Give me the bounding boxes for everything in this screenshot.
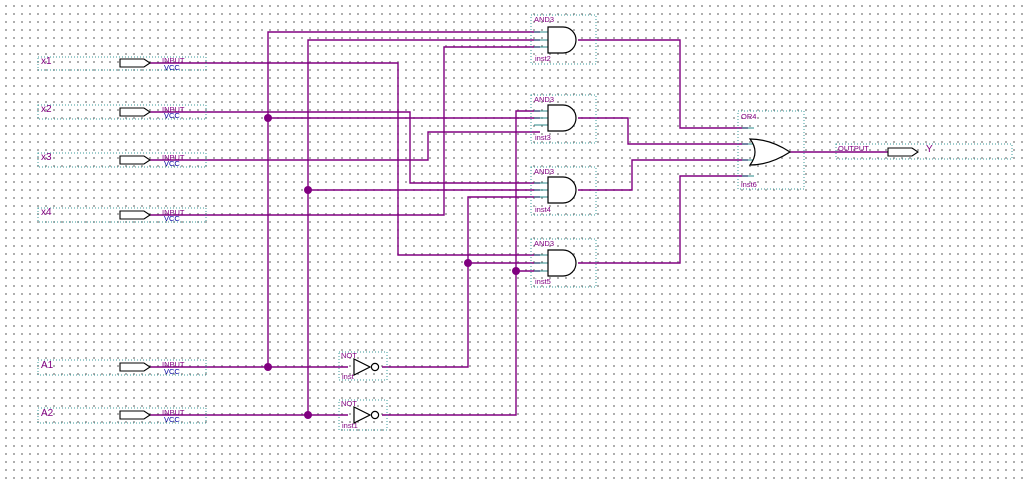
not-gate-inst[interactable]: NOT inst bbox=[338, 351, 388, 381]
gate-type-label: NOT bbox=[341, 399, 357, 408]
input-default-label: VCC bbox=[164, 367, 180, 376]
gate-instance-label: inst4 bbox=[535, 205, 551, 214]
wire-not-a1[interactable] bbox=[382, 196, 540, 368]
input-pin-icon bbox=[119, 58, 151, 68]
input-type-label: INPUT bbox=[162, 360, 185, 369]
input-type-label: INPUT bbox=[162, 408, 185, 417]
input-pin-a2[interactable]: A2 INPUT VCC bbox=[37, 407, 207, 424]
and3-gate-inst3[interactable]: AND3 inst3 bbox=[530, 94, 597, 144]
or-gate-icon bbox=[748, 138, 792, 166]
input-pin-x3[interactable]: x3 INPUT VCC bbox=[37, 152, 207, 168]
or4-gate-inst6[interactable]: OR4 inst6 bbox=[737, 110, 805, 190]
output-pin-y[interactable]: OUTPUT Y bbox=[835, 143, 1013, 160]
and3-gate-inst5[interactable]: AND3 inst5 bbox=[530, 238, 597, 288]
wire-x2[interactable] bbox=[150, 111, 540, 184]
wires bbox=[150, 31, 888, 416]
input-name-a2: A2 bbox=[41, 408, 54, 419]
wire-a1-bus[interactable] bbox=[267, 31, 540, 367]
gate-instance-label: inst1 bbox=[342, 421, 358, 430]
gate-type-label: AND3 bbox=[534, 167, 554, 176]
wire-x4[interactable] bbox=[150, 46, 540, 216]
input-default-label: VCC bbox=[164, 415, 180, 424]
and3-gate-inst4[interactable]: AND3 inst4 bbox=[530, 166, 597, 216]
not-gate-icon bbox=[353, 406, 372, 424]
junction-nota1-inst5 bbox=[464, 259, 472, 267]
junctions bbox=[264, 114, 520, 419]
input-name-x1: x1 bbox=[41, 56, 52, 67]
wire-inst3-out[interactable] bbox=[578, 117, 748, 145]
input-pin-icon bbox=[119, 107, 151, 117]
and3-gate-inst2[interactable]: AND3 inst2 bbox=[530, 14, 597, 65]
input-pin-icon bbox=[119, 210, 151, 220]
input-default-label: VCC bbox=[164, 63, 180, 72]
wire-x1[interactable] bbox=[150, 62, 540, 256]
gate-instance-label: inst5 bbox=[535, 277, 551, 286]
input-type-label: INPUT bbox=[162, 56, 185, 65]
junction-a2-inst4 bbox=[304, 186, 312, 194]
gate-type-label: AND3 bbox=[534, 239, 554, 248]
input-pin-x2[interactable]: x2 INPUT VCC bbox=[37, 104, 207, 120]
gate-instance-label: inst2 bbox=[535, 54, 551, 63]
input-name-a1: A1 bbox=[41, 360, 54, 371]
input-type-label: INPUT bbox=[162, 105, 185, 114]
wire-inst2-out[interactable] bbox=[578, 39, 748, 129]
input-pin-x1[interactable]: x1 INPUT VCC bbox=[37, 56, 207, 72]
wire-x3[interactable] bbox=[150, 131, 540, 161]
input-pin-icon bbox=[119, 155, 151, 165]
input-pin-x4[interactable]: x4 INPUT VCC bbox=[37, 207, 207, 223]
inverter-bubble-icon bbox=[370, 362, 380, 372]
gate-type-label: AND3 bbox=[534, 15, 554, 24]
gate-type-label: AND3 bbox=[534, 95, 554, 104]
inverter-bubble-icon bbox=[370, 410, 380, 420]
gate-type-label: OR4 bbox=[741, 112, 756, 121]
and-gate-icon bbox=[547, 249, 577, 277]
and-gate-icon bbox=[547, 104, 577, 132]
output-pin-icon bbox=[887, 147, 919, 157]
junction-nota2-inst5 bbox=[512, 267, 520, 275]
junction-a1-inst3 bbox=[264, 114, 272, 122]
gate-type-label: NOT bbox=[341, 351, 357, 360]
not-gate-inst1[interactable]: NOT inst1 bbox=[338, 399, 388, 431]
junction-a1-not bbox=[264, 363, 272, 371]
and-gate-icon bbox=[547, 176, 577, 204]
wire-not-a2[interactable] bbox=[382, 110, 540, 416]
input-default-label: VCC bbox=[164, 214, 180, 223]
input-name-x2: x2 bbox=[41, 104, 52, 115]
input-name-x3: x3 bbox=[41, 152, 52, 163]
input-default-label: VCC bbox=[164, 111, 180, 120]
output-type-label: OUTPUT bbox=[838, 144, 869, 153]
not-gate-icon bbox=[353, 358, 372, 376]
input-pin-icon bbox=[119, 362, 151, 372]
output-name-y: Y bbox=[926, 144, 933, 155]
gate-instance-label: inst3 bbox=[535, 133, 551, 142]
input-pin-icon bbox=[119, 410, 151, 420]
and-gate-icon bbox=[547, 26, 577, 54]
gate-instance-label: inst6 bbox=[741, 180, 757, 189]
wire-a2-bus[interactable] bbox=[307, 39, 540, 415]
junction-a2-not bbox=[304, 411, 312, 419]
input-type-label: INPUT bbox=[162, 208, 185, 217]
wire-inst5-out[interactable] bbox=[578, 175, 748, 264]
wire-inst4-out[interactable] bbox=[578, 159, 748, 191]
gate-instance-label: inst bbox=[342, 372, 355, 381]
input-default-label: VCC bbox=[164, 159, 180, 168]
input-pin-a1[interactable]: A1 INPUT VCC bbox=[37, 359, 207, 376]
input-name-x4: x4 bbox=[41, 207, 52, 218]
input-type-label: INPUT bbox=[162, 153, 185, 162]
